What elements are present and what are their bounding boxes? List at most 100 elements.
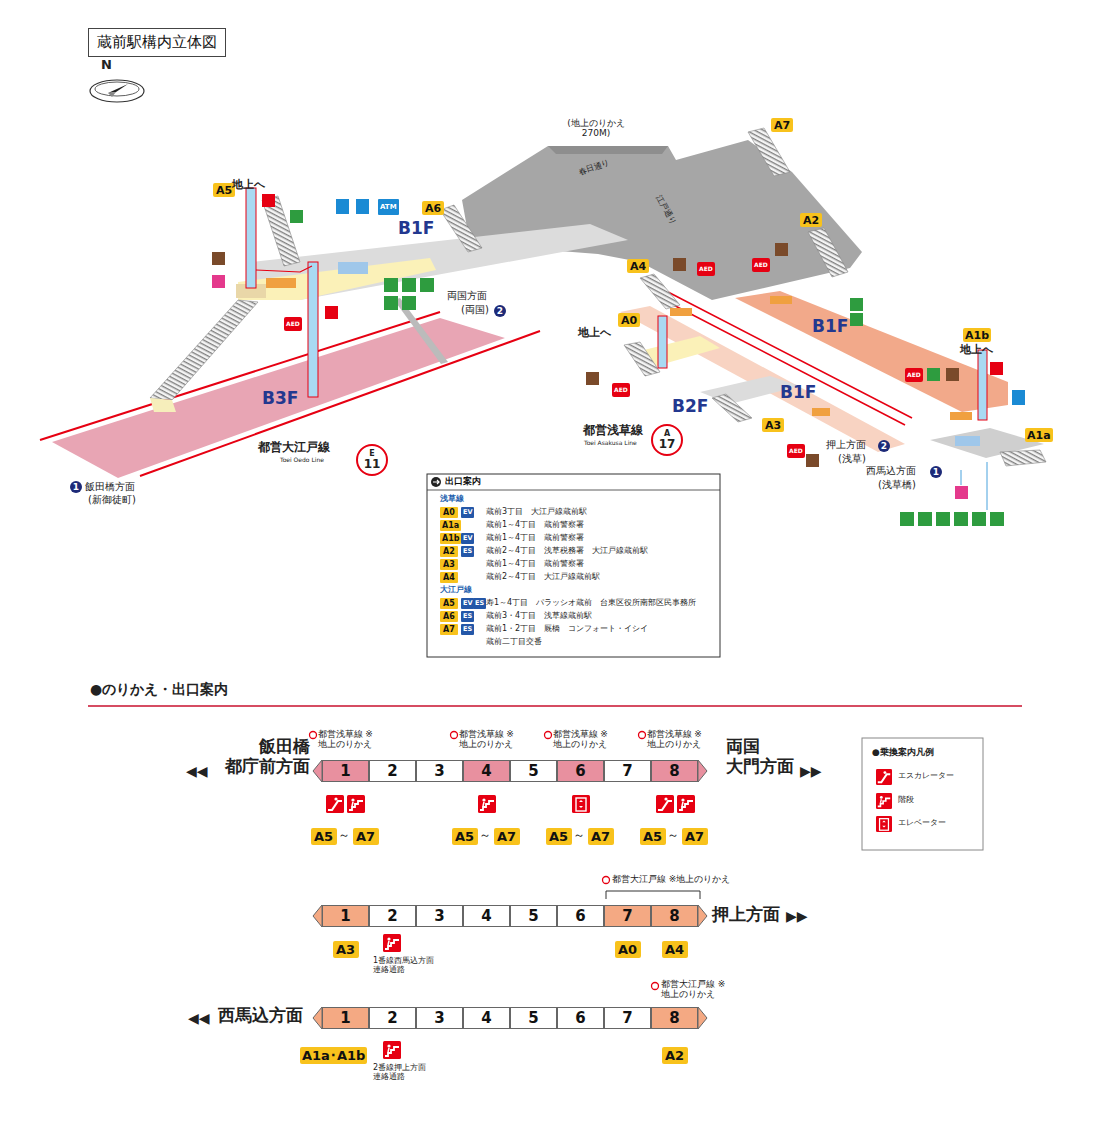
- map-label: 西馬込方面: [218, 1006, 303, 1026]
- exit-badge: A0: [618, 313, 640, 327]
- map-label: ～: [573, 829, 585, 843]
- node-label: A6: [443, 613, 455, 621]
- map-label: 都営大江戸線 ※地上のりかえ: [661, 979, 733, 1000]
- map-label: B1F: [398, 219, 434, 239]
- exit-badge: A3: [440, 559, 458, 570]
- car-box: 4: [463, 1007, 510, 1029]
- node-label: A: [664, 430, 670, 438]
- exit-badge: A1a: [1025, 428, 1053, 442]
- exit-badge: A6: [440, 611, 458, 622]
- node-label: 6: [575, 909, 585, 924]
- aed-icon: AED: [905, 368, 923, 382]
- node-label: A5: [216, 185, 232, 196]
- map-label: 押上方面: [826, 439, 866, 451]
- node-label: 7: [622, 909, 632, 924]
- node-label: 3: [434, 909, 444, 924]
- node-label: 4: [481, 1011, 491, 1026]
- node-label: A1a: [1027, 430, 1051, 441]
- exit-badge: A2: [800, 213, 822, 227]
- exit-badge: A5: [452, 828, 478, 845]
- map-label: 両国方面: [447, 290, 487, 302]
- map-label: (地上のりかえ 270M): [560, 118, 632, 139]
- node-label: 6: [575, 764, 585, 779]
- node-label: 5: [528, 764, 538, 779]
- car-box: 2: [369, 1007, 416, 1029]
- line-badge: E11: [356, 444, 388, 476]
- node-label: AED: [614, 387, 628, 393]
- node-label: A3: [443, 561, 455, 569]
- exit-badge: A7: [588, 828, 614, 845]
- map-label: 地上へ: [578, 327, 611, 340]
- map-label: 蔵前2～4丁目 浅草税務署 大江戸線蔵前駅: [486, 546, 648, 555]
- car-box: 1: [322, 1007, 369, 1029]
- exit-badge: A1a: [440, 520, 461, 531]
- exit-badge: A3: [762, 418, 784, 432]
- node-label: ES: [463, 613, 472, 620]
- exit-badge: A5: [311, 828, 337, 845]
- map-label: 都営大江戸線: [258, 441, 330, 455]
- exit-badge: A2: [440, 546, 458, 557]
- node-label: A7: [443, 626, 455, 634]
- car-box: 3: [416, 905, 463, 927]
- node-label: A6: [425, 203, 441, 214]
- car-box: 6: [557, 905, 604, 927]
- car-box: 6: [557, 1007, 604, 1029]
- exit-badge: A0: [615, 941, 641, 958]
- legend-text: エレベーター: [898, 818, 946, 827]
- direction-number: 1: [70, 481, 82, 493]
- direction-number: 2: [878, 440, 890, 452]
- node-label: A7: [591, 830, 610, 843]
- node-label: 2: [387, 1011, 397, 1026]
- map-label: (浅草): [838, 453, 866, 465]
- atm-icon: ATM: [378, 199, 399, 215]
- map-label: 都営浅草線 ※地上のりかえ: [553, 729, 625, 750]
- exit-badge: A1b: [440, 533, 461, 544]
- node-label: AED: [907, 372, 921, 378]
- node-label: A1a: [442, 522, 459, 530]
- car-box: 7: [604, 905, 651, 927]
- node-label: 2: [881, 442, 887, 451]
- node-label: A7: [774, 120, 790, 131]
- node-label: A0: [621, 315, 637, 326]
- node-label: A7: [356, 830, 375, 843]
- car-box: 5: [510, 1007, 557, 1029]
- map-label: ●乗換案内凡例: [872, 747, 934, 757]
- map-label: ●のりかえ・出口案内: [90, 681, 228, 697]
- car-box: 4: [463, 760, 510, 782]
- map-label: ◀◀: [186, 763, 208, 779]
- node-label: ES: [463, 626, 472, 633]
- map-label: 蔵前二丁目交番: [486, 637, 542, 646]
- legend-entry: エレベーター: [898, 818, 946, 828]
- map-label: 蔵前1～4丁目 蔵前警察署: [486, 533, 584, 542]
- node-label: AED: [789, 448, 803, 454]
- node-label: 5: [528, 909, 538, 924]
- ev-es-icon: EV: [461, 533, 474, 544]
- ev-es-icon: ES: [461, 611, 474, 622]
- node-label: 3: [434, 1011, 444, 1026]
- node-label: A3: [765, 420, 781, 431]
- exit-badge: A2: [662, 1047, 688, 1064]
- node-label: A5: [455, 830, 474, 843]
- map-label: 蔵前1～4丁目 蔵前警察署: [486, 520, 584, 529]
- map-label: 都営浅草線 ※地上のりかえ: [647, 729, 719, 750]
- node-label: A1b: [442, 535, 459, 543]
- map-label: 押上方面: [712, 905, 780, 925]
- node-label: 7: [622, 764, 632, 779]
- node-label: 3: [434, 764, 444, 779]
- node-label: A2: [803, 215, 819, 226]
- exit-badge: A4: [440, 572, 458, 583]
- aed-icon: AED: [284, 317, 302, 331]
- map-label: (新御徒町): [88, 494, 136, 506]
- map-label: (両国): [461, 304, 489, 316]
- exit-badge: A7: [353, 828, 379, 845]
- map-label: B2F: [672, 397, 708, 417]
- ev-es-icon: EV: [461, 507, 474, 518]
- exit-badge: A3: [333, 941, 359, 958]
- map-label: 大江戸線: [440, 585, 472, 594]
- node-label: 2: [387, 764, 397, 779]
- aed-icon: AED: [612, 383, 630, 397]
- exit-badge: A5: [640, 828, 666, 845]
- node-label: A7: [497, 830, 516, 843]
- node-label: 1: [933, 468, 939, 477]
- car-box: 1: [322, 760, 369, 782]
